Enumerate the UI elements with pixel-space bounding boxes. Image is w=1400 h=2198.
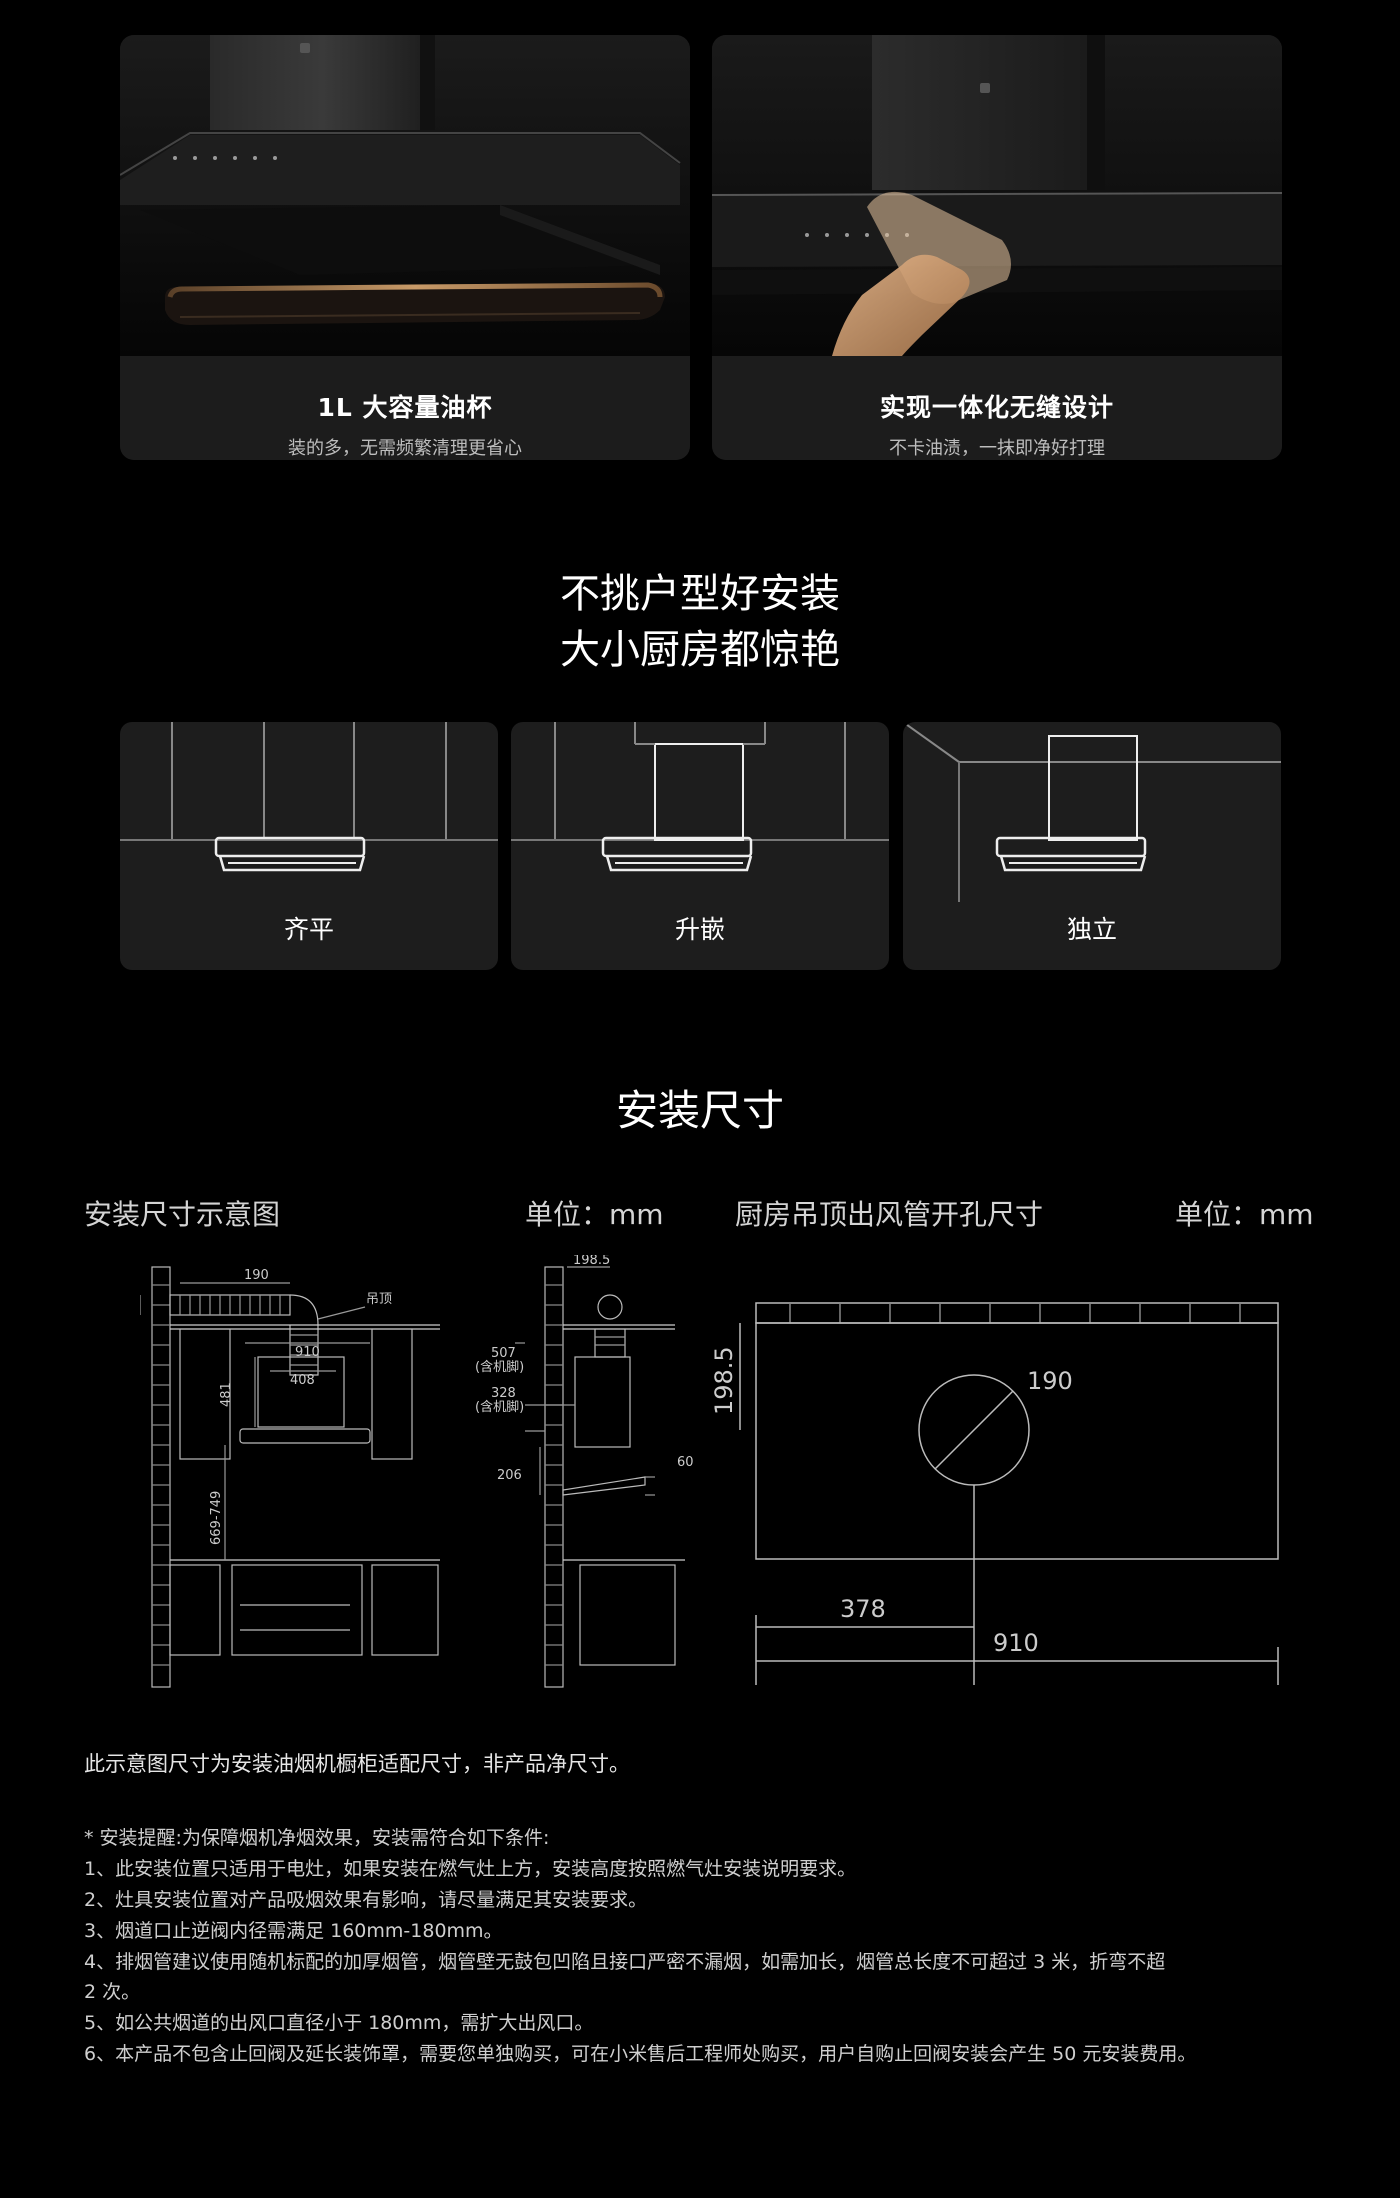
standalone-mount-icon (903, 722, 1281, 902)
flush-mount-icon (120, 722, 498, 872)
dim-190-side: 190 (140, 1292, 142, 1317)
dim-198-5-side: 198.5 (573, 1255, 610, 1268)
feature-card-seamless: 实现一体化无缝设计 不卡油渍，一抹即净好打理 (712, 35, 1282, 460)
feature-title: 1L 大容量油杯 (317, 393, 493, 422)
front-view-diagram: 190 190 吊顶 910 408 481 669-749 (140, 1266, 440, 1688)
note-item: 5、如公共烟道的出风口直径小于 180mm，需扩大出风口。 (84, 2012, 594, 2034)
recessed-mount-icon (511, 722, 889, 872)
dim-328: 328 (491, 1386, 516, 1401)
dim-378: 378 (840, 1595, 886, 1623)
left-diagram-unit: 单位：mm (525, 1198, 664, 1231)
dimensions-title: 安装尺寸 (615, 1086, 784, 1135)
install-type-label: 齐平 (283, 915, 334, 944)
note-item: 2、灶具安装位置对产品吸烟效果有影响，请尽量满足其安装要求。 (84, 1889, 648, 1911)
dim-60: 60 (677, 1455, 694, 1470)
dim-507-note: (含机脚) (475, 1359, 524, 1375)
diagram-disclaimer: 此示意图尺寸为安装油烟机橱柜适配尺寸，非产品净尺寸。 (84, 1752, 630, 1776)
feature-subtitle: 不卡油渍，一抹即净好打理 (889, 438, 1105, 459)
dim-328-note: (含机脚) (475, 1399, 524, 1415)
install-type-label: 升嵌 (674, 915, 725, 944)
feature-caption: 1L 大容量油杯 装的多，无需频繁清理更省心 (120, 356, 690, 460)
dim-206: 206 (497, 1468, 522, 1483)
dim-507: 507 (491, 1346, 516, 1361)
install-card-flush: 齐平 (120, 722, 498, 970)
install-card-recessed: 升嵌 (511, 722, 889, 970)
feature-subtitle: 装的多，无需频繁清理更省心 (288, 438, 522, 459)
note-item: 6、本产品不包含止回阀及延长装饰罩，需要您单独购买，可在小米售后工程师处购买，用… (84, 2043, 1197, 2065)
feature-card-oil-cup: 1L 大容量油杯 装的多，无需频繁清理更省心 (120, 35, 690, 460)
hand-wiping-hood-photo (712, 35, 1282, 356)
dim-669-749: 669-749 (209, 1491, 224, 1545)
install-heading-line2: 大小厨房都惊艳 (560, 627, 840, 673)
dim-481: 481 (219, 1382, 234, 1407)
install-type-label: 独立 (1066, 915, 1117, 944)
note-item: 2 次。 (84, 1981, 141, 2003)
ceiling-hole-diagram: 190 198.5 378 910 (710, 1302, 1279, 1685)
right-diagram-heading: 厨房吊顶出风管开孔尺寸 (735, 1198, 1044, 1231)
right-diagram-unit: 单位：mm (1175, 1198, 1314, 1231)
feature-caption: 实现一体化无缝设计 不卡油渍，一抹即净好打理 (712, 356, 1282, 460)
install-card-standalone: 独立 (903, 722, 1281, 970)
dim-198-5-ceiling: 198.5 (710, 1346, 738, 1415)
dim-190-top: 190 (244, 1268, 269, 1283)
oil-cup-hood-photo (120, 35, 690, 356)
dim-408: 408 (290, 1373, 315, 1388)
note-header: * 安装提醒:为保障烟机净烟效果，安装需符合如下条件: (84, 1827, 550, 1849)
note-item: 1、此安装位置只适用于电灶，如果安装在燃气灶上方，安装高度按照燃气灶安装说明要求… (84, 1858, 857, 1880)
install-heading-line1: 不挑户型好安装 (560, 571, 840, 617)
dim-hole-190: 190 (1027, 1367, 1073, 1395)
note-item: 3、烟道口止逆阀内径需满足 160mm-180mm。 (84, 1920, 503, 1942)
feature-title: 实现一体化无缝设计 (879, 393, 1114, 422)
note-item: 4、排烟管建议使用随机标配的加厚烟管，烟管壁无鼓包凹陷且接口严密不漏烟，如需加长… (84, 1951, 1166, 1973)
side-view-diagram: 198.5 507 (含机脚) 328 (含机脚) 206 60 (475, 1255, 694, 1688)
left-diagram-heading: 安装尺寸示意图 (84, 1198, 281, 1231)
dim-910-front: 910 (295, 1345, 320, 1360)
ceiling-label: 吊顶 (366, 1292, 392, 1307)
dim-910-ceiling: 910 (993, 1629, 1039, 1657)
